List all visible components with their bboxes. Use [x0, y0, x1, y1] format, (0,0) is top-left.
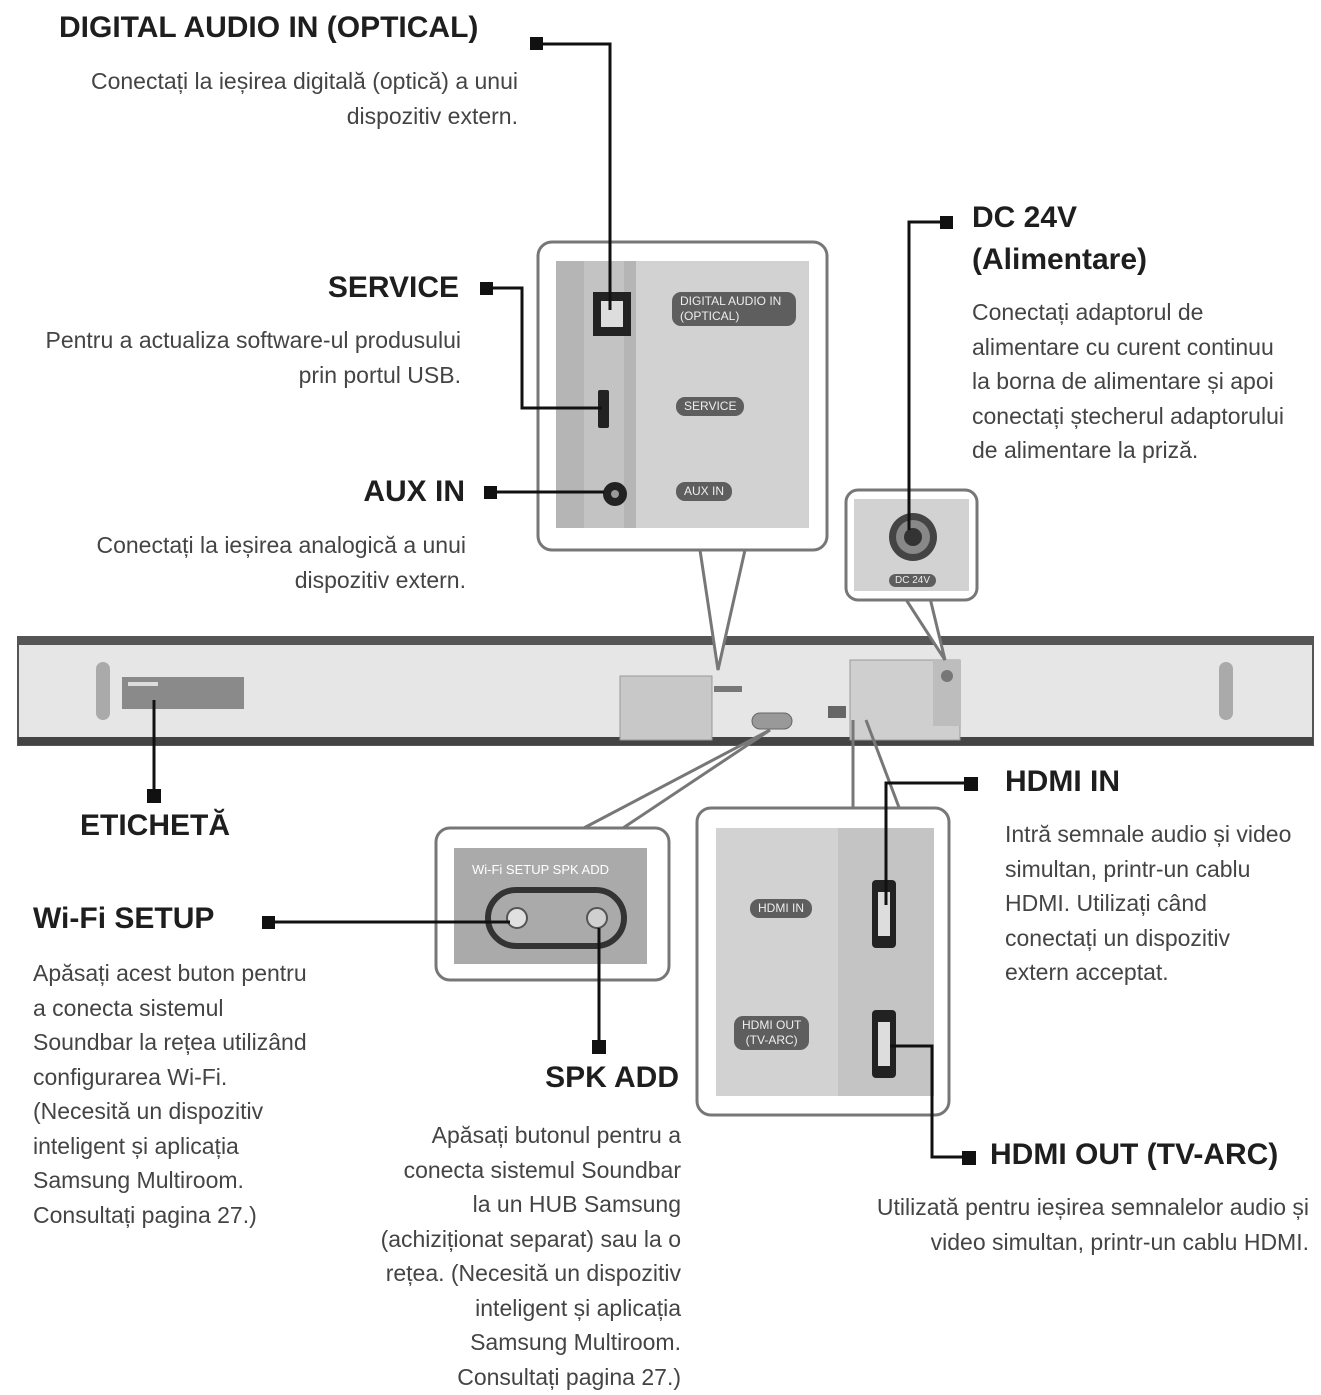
- panel-label-aux-in: AUX IN: [676, 482, 733, 501]
- dc-24v-title-line2: (Alimentare): [972, 243, 1148, 276]
- aux-in-title: AUX IN: [363, 475, 465, 508]
- hdmi-in-desc: Intră semnale audio și video simultan, p…: [1005, 821, 1292, 985]
- hdmi-out-desc: Utilizată pentru ieșirea semnalelor audi…: [876, 1194, 1309, 1255]
- spk-add-title: SPK ADD: [545, 1061, 679, 1094]
- eticheta-title: ETICHETĂ: [80, 809, 230, 842]
- digital-audio-in-desc: Conectați la ieșirea digitală (optică) a…: [90, 68, 518, 129]
- panel-label-hdmi-in: HDMI IN: [750, 899, 812, 918]
- leader-lines: [152, 42, 970, 1159]
- service-title: SERVICE: [327, 271, 459, 304]
- panel-label-digital-audio: DIGITAL AUDIO IN (OPTICAL): [672, 292, 796, 326]
- panel-label-wifi-spk: Wi-Fi SETUP SPK ADD: [472, 862, 610, 877]
- panel-label-service: SERVICE: [676, 397, 745, 416]
- hdmi-in-title: HDMI IN: [1005, 765, 1120, 798]
- dc-24v-title-line1: DC 24V: [972, 201, 1078, 234]
- soundbar-body: [17, 636, 1314, 746]
- hdmi-out-title: HDMI OUT (TV-ARC): [990, 1138, 1279, 1171]
- aux-in-desc: Conectați la ieșirea analogică a unui di…: [96, 532, 466, 593]
- wifi-spk-panel-zoom: [434, 728, 771, 982]
- service-desc: Pentru a actualiza software-ul produsulu…: [45, 327, 461, 388]
- wifi-setup-title: Wi-Fi SETUP: [33, 902, 215, 935]
- callout-bullets: [147, 37, 978, 1165]
- hdmi-panel-zoom: [695, 719, 951, 1117]
- spk-add-desc: Apăsați butonul pentru a conecta sistemu…: [380, 1122, 681, 1390]
- panel-label-dc-24v: DC 24V: [889, 574, 937, 587]
- wifi-setup-desc: Apăsați acest buton pentru a conecta sis…: [33, 960, 307, 1228]
- digital-audio-in-title: DIGITAL AUDIO IN (OPTICAL): [59, 11, 479, 44]
- panel-label-hdmi-out: HDMI OUT (TV-ARC): [734, 1016, 810, 1050]
- dc-24v-desc: Conectați adaptorul de alimentare cu cur…: [972, 299, 1284, 463]
